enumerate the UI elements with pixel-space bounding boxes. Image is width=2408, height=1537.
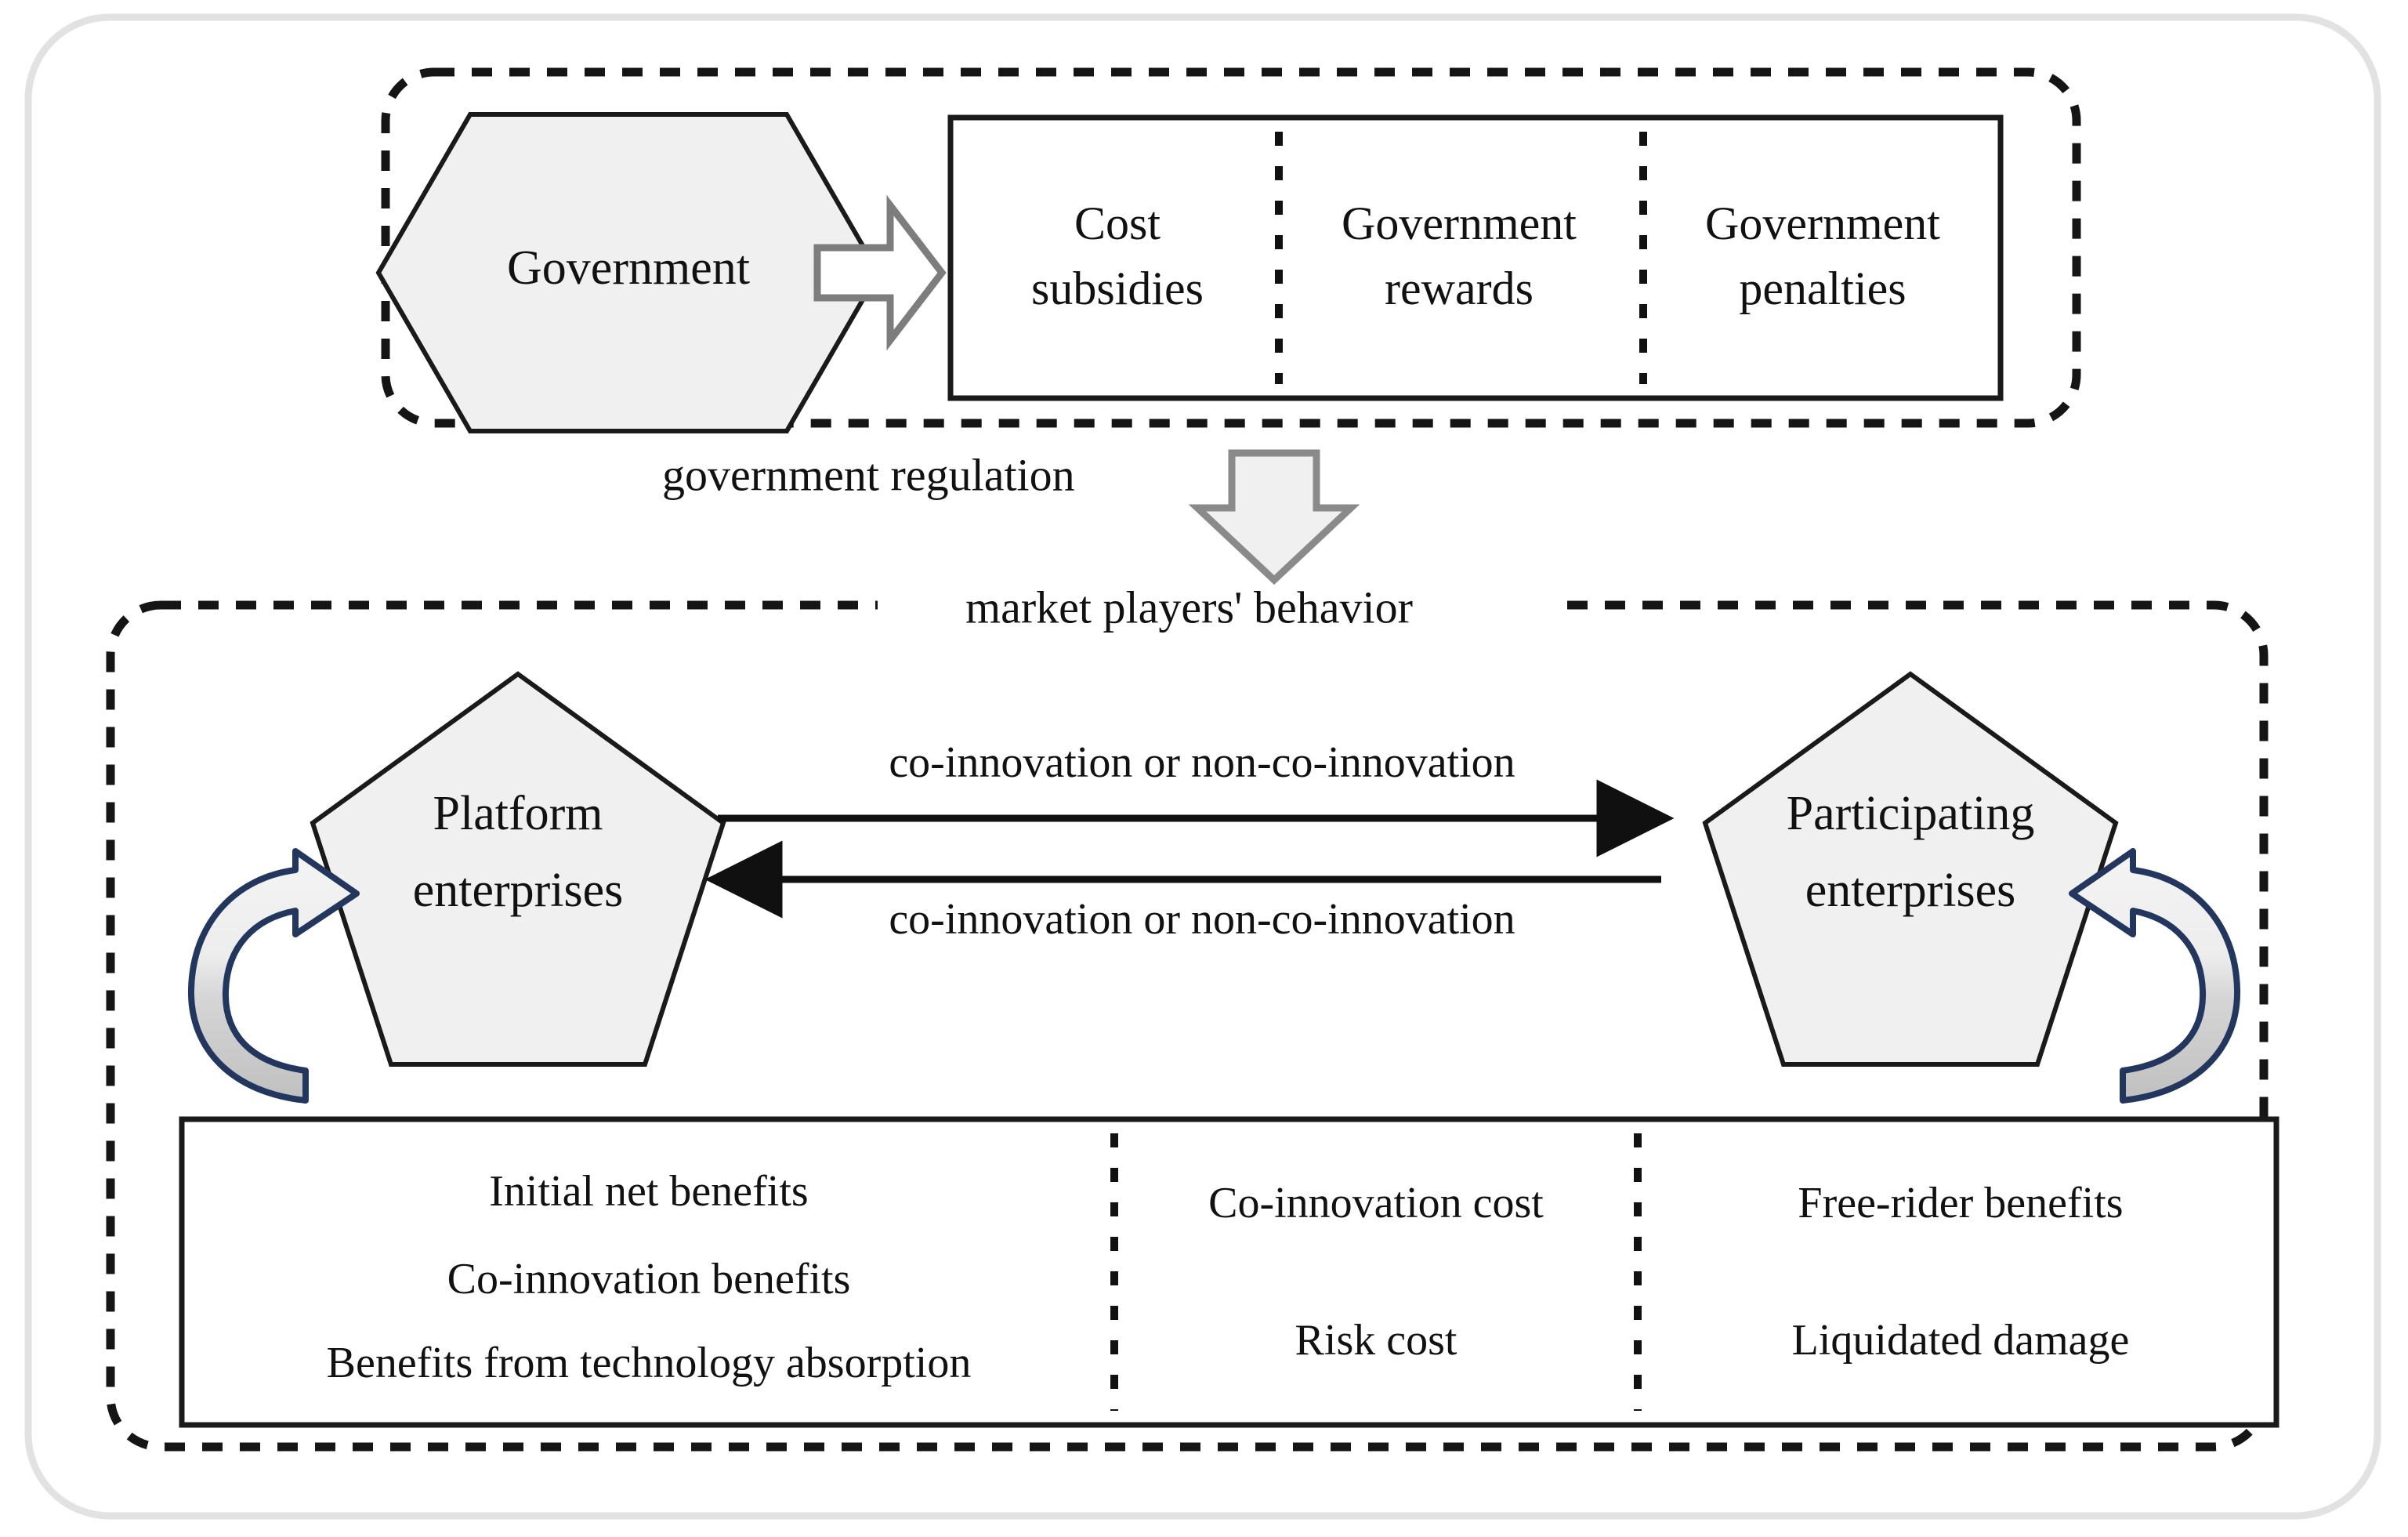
payoff-col-2-item-1: Co-innovation cost (1208, 1179, 1544, 1227)
instrument-cell-1-line-2: subsidies (1031, 263, 1204, 314)
pentagon-shape-right (1702, 671, 2119, 1067)
edge-left-label: co-innovation or non-co-innovation (889, 895, 1515, 944)
government-node[interactable]: Government (375, 112, 882, 433)
edge-right: co-innovation or non-co-innovation (718, 738, 1675, 857)
payoff-col-1-item-2: Co-innovation benefits (447, 1255, 851, 1303)
market-behavior-label: market players' behavior (965, 582, 1413, 633)
payoff-box: Initial net benefits Co-innovation benef… (179, 1116, 2279, 1428)
instruments-box-outline (947, 114, 2004, 401)
platform-enterprises-node[interactable]: Platform enterprises (310, 671, 726, 1067)
payoff-box-outline (179, 1116, 2279, 1428)
payoff-col-3-item-2: Liquidated damage (1792, 1316, 2130, 1365)
pentagon-shape-left (310, 671, 726, 1067)
government-to-instruments-arrow (813, 194, 947, 351)
platform-enterprises-label-line-2: enterprises (413, 864, 624, 917)
block-arrow-down-icon (1188, 449, 1360, 585)
participating-enterprises-label-line-1: Participating (1787, 787, 2035, 840)
market-panel-border (106, 600, 2269, 1452)
instrument-cell-3-line-1: Government (1705, 198, 1940, 249)
curved-arrow-left-body (187, 848, 360, 1104)
block-arrow-right-icon (813, 194, 947, 351)
instrument-cell-2-line-2: rewards (1385, 263, 1534, 314)
regulation-flow-arrow (1188, 449, 1360, 585)
hexagon-shape (375, 112, 882, 433)
participating-enterprises-node[interactable]: Participating enterprises (1702, 671, 2119, 1067)
payoff-col-1-item-3: Benefits from technology absorption (327, 1339, 972, 1387)
instrument-cell-1-line-1: Cost (1074, 198, 1161, 249)
government-panel-border (381, 67, 2081, 428)
curved-arrow-icon-right (2069, 848, 2241, 1104)
edge-left: co-innovation or non-co-innovation (704, 840, 1661, 944)
platform-self-loop (187, 848, 360, 1104)
payoff-col-2-item-2: Risk cost (1295, 1316, 1457, 1365)
government-regulation-label: government regulation (662, 449, 1075, 500)
participating-self-loop (2069, 848, 2241, 1104)
government-instruments-box: Cost subsidies Government rewards Govern… (947, 114, 2004, 401)
outer-frame (24, 13, 2381, 1520)
instrument-cell-3-line-2: penalties (1739, 263, 1906, 314)
participating-enterprises-label-line-2: enterprises (1805, 864, 2016, 917)
platform-enterprises-label-line-1: Platform (433, 787, 603, 840)
payoff-col-1-item-1: Initial net benefits (489, 1167, 808, 1216)
instrument-cell-2-line-1: Government (1342, 198, 1577, 249)
payoff-col-3-item-1: Free-rider benefits (1798, 1179, 2123, 1227)
edge-right-label: co-innovation or non-co-innovation (889, 738, 1515, 787)
government-label: Government (507, 241, 750, 295)
